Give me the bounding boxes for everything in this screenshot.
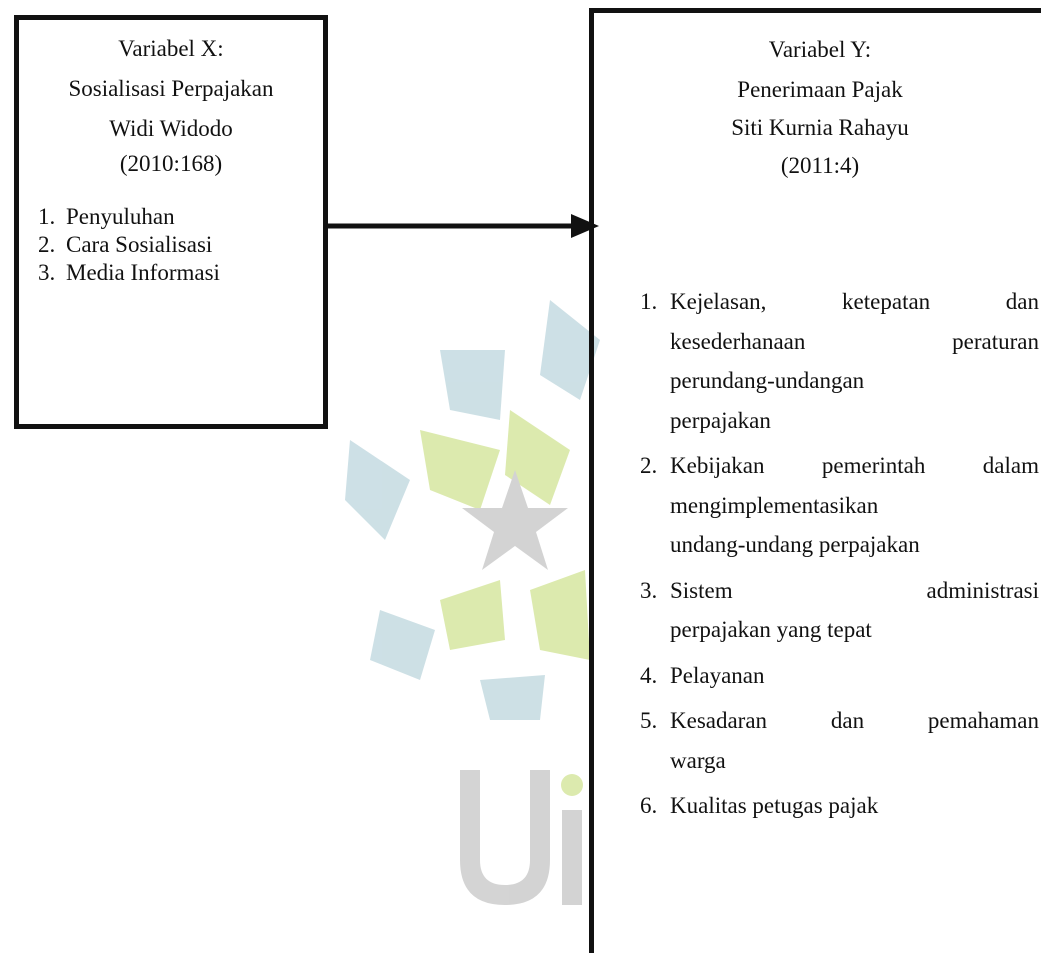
list-item-line: Sistem administrasi [670,577,1039,603]
watermark-petal [440,350,505,420]
list-item-line: Kebijakan pemerintah dalam [670,453,1039,478]
watermark-petal [370,610,435,680]
watermark-petal [420,430,500,510]
arrow-head [571,214,599,238]
connector-arrow [323,214,599,238]
list-item: 2. Kebijakan pemerintah dalam mengimplem… [594,446,1041,565]
list-item-text: Kejelasan, ketepatan dan kesederhanaan p… [670,282,1039,440]
variable-y-box: Variabel Y: Penerimaan Pajak Siti Kurnia… [589,8,1041,953]
list-item-line: mengimplementasikan [670,492,879,518]
list-item-number: 3. [38,260,56,285]
list-item-number: 4. [640,662,658,688]
list-item-number: 2. [38,232,56,257]
watermark-letter-i-dot [561,774,583,796]
list-item-text: Kebijakan pemerintah dalam mengimplement… [670,446,1039,565]
list-item-line: Kualitas petugas pajak [670,793,879,818]
list-item: 1. Kejelasan, ketepatan dan kesederhanaa… [594,282,1041,440]
list-item-line: perpajakan yang tepat [670,617,872,642]
variable-x-author: Widi Widodo [109,116,233,141]
list-item-number: 1. [38,204,56,229]
variable-x-indicator-list: 1. Penyuluhan 2. Cara Sosialisasi 3. Media … [19,203,323,287]
watermark-letter-i [562,810,582,905]
watermark-petal [345,440,410,540]
list-item-text: Pelayanan [670,656,1039,696]
watermark-petal [480,675,545,720]
list-item-number: 3. [640,577,658,603]
list-item-text: Sistem administrasi perpajakan yang tepa… [670,571,1039,650]
list-item-number: 2. [640,453,658,478]
list-item: 2. Cara Sosialisasi [38,231,323,259]
list-item: 3. Media Informasi [38,259,323,287]
list-item: 1. Penyuluhan [38,203,323,231]
watermark-petal [530,570,590,660]
variable-x-title: Variabel X: [118,36,224,61]
list-item-line: Kejelasan, ketepatan dan [670,289,1039,314]
list-item-text: Cara Sosialisasi [66,232,213,257]
list-item-text: Kesadaran dan pemahaman warga [670,701,1039,780]
list-item-line: Pelayanan [670,662,765,688]
list-item: 3. Sistem administrasi perpajakan yang t… [594,571,1041,650]
variable-x-year: (2010:168) [119,151,223,176]
list-item-number: 1. [640,289,658,314]
list-item-text: Media Informasi [66,260,220,285]
variable-y-author: Siti Kurnia Rahayu [731,115,909,140]
list-item-text: Kualitas petugas pajak [670,786,1039,826]
variable-x-box: Variabel X: Sosialisasi Perpajakan Widi … [14,15,328,429]
watermark-letter-u [460,770,550,905]
list-item-line: Kesadaran dan pemahaman [670,708,1039,733]
list-item-line: perundang-undangan [670,368,865,393]
variable-x-subject: Sosialisasi Perpajakan [68,76,274,101]
list-item-number: 5. [640,708,658,733]
list-item-line: warga [670,747,726,773]
variable-y-indicator-list: 1. Kejelasan, ketepatan dan kesederhanaa… [594,282,1041,832]
list-item-line: undang-undang perpajakan [670,532,920,557]
variable-y-subject: Penerimaan Pajak [737,77,903,102]
variable-y-year: (2011:4) [780,153,860,178]
watermark-star [462,470,568,570]
list-item: 4. Pelayanan [594,656,1041,696]
variable-x-header: Variabel X: Sosialisasi Perpajakan Widi … [19,29,323,179]
watermark-petal [505,410,570,505]
list-item-text: Penyuluhan [66,204,175,229]
list-item-number: 6. [640,793,658,818]
watermark-petal [440,580,505,650]
list-item: 6. Kualitas petugas pajak [594,786,1041,826]
list-item-line: perpajakan [670,407,771,433]
variable-y-title: Variabel Y: [768,37,872,62]
variable-y-header: Variabel Y: Penerimaan Pajak Siti Kurnia… [594,30,1041,186]
list-item-line: kesederhanaan peraturan [670,328,1039,354]
list-item: 5. Kesadaran dan pemahaman warga [594,701,1041,780]
